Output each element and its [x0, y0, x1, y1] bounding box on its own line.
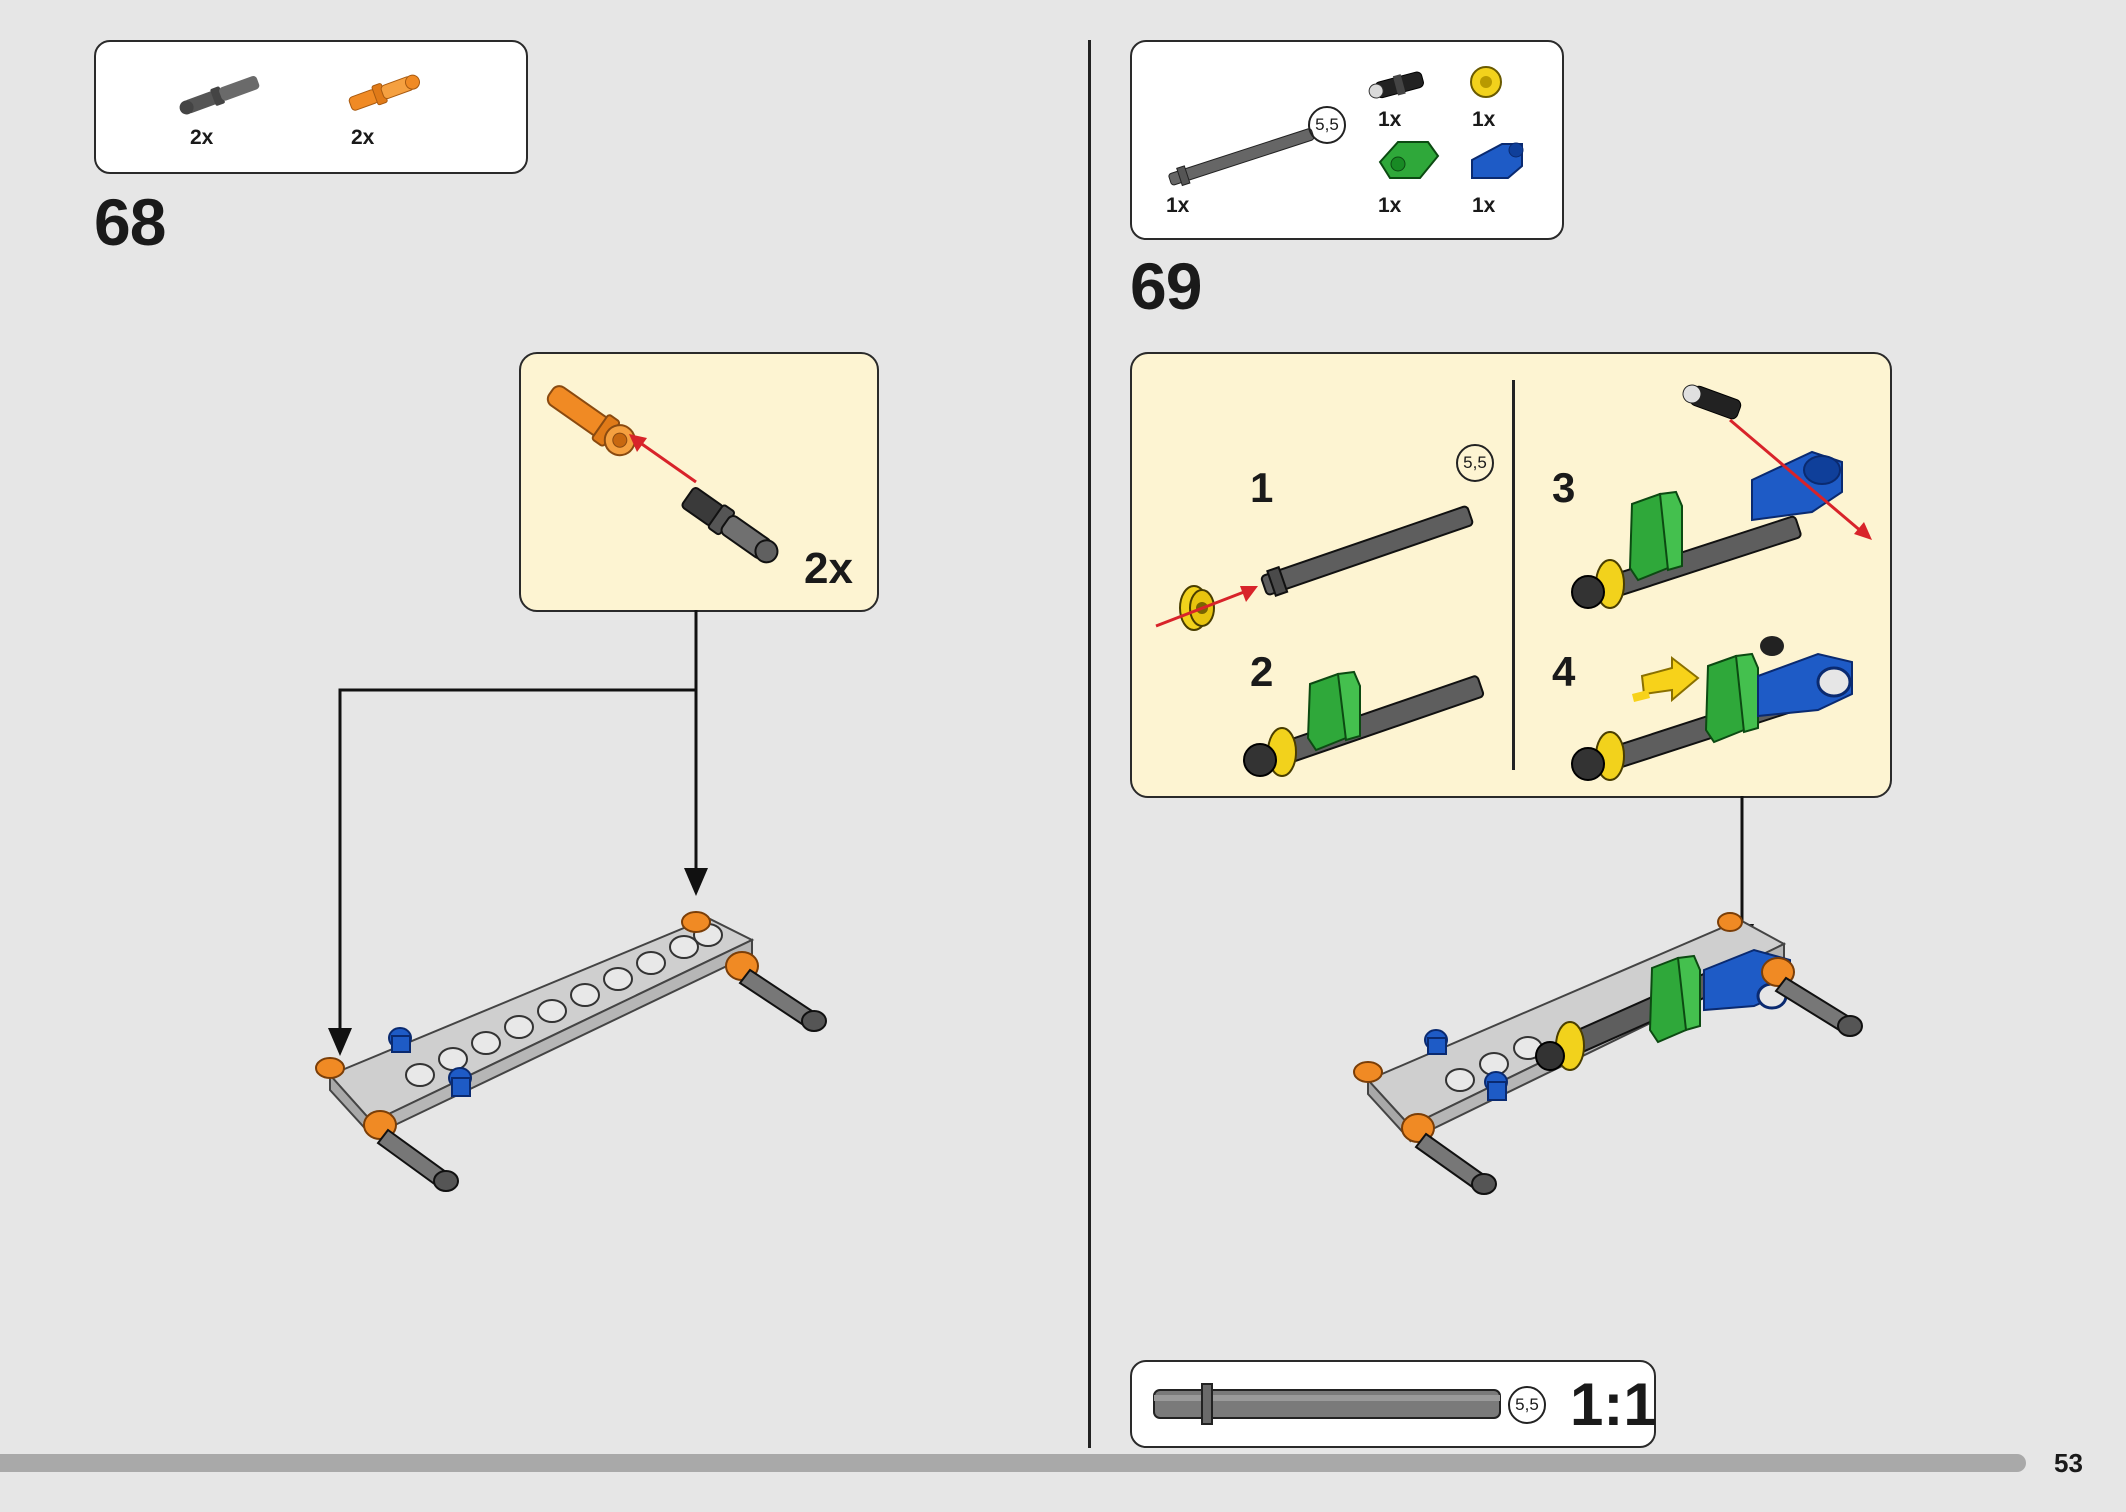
yellow-bush-icon	[1470, 66, 1502, 98]
step-number: 68	[94, 185, 166, 259]
axle-length-indicator: 5,5	[1308, 106, 1346, 144]
axle-scale-box: 5,5 1:1	[1130, 1360, 1657, 1448]
orange-pin-icon	[348, 74, 421, 111]
pin-assembly-illustration	[546, 385, 779, 564]
scale-ratio: 1:1	[1570, 1371, 1657, 1438]
step-number: 69	[1130, 249, 1202, 323]
parts-list-box-step-68: 2x 2x	[94, 40, 528, 174]
substep-number: 2	[1250, 648, 1274, 695]
substep-number: 1	[1250, 464, 1274, 511]
substep-number: 4	[1552, 648, 1576, 695]
part-qty: 2x	[190, 126, 214, 149]
part-qty: 1x	[1378, 108, 1402, 131]
full-scale-axle-icon	[1153, 1383, 1501, 1425]
black-pin-icon	[1368, 71, 1424, 99]
dark-grey-axle-pin-icon	[179, 75, 260, 115]
substeps-illustration	[1155, 384, 1872, 781]
page-divider	[1088, 40, 1091, 1448]
part-qty: 1x	[1378, 194, 1402, 217]
part-qty: 1x	[1472, 108, 1496, 131]
callout-divider	[1512, 380, 1515, 770]
part-qty: 2x	[351, 126, 375, 149]
sub-assembly-callout-step-69: 1 2 3 4 5,5	[1130, 352, 1892, 798]
blue-connector-icon	[1471, 142, 1524, 179]
sub-assembly-callout-step-68: 2x	[519, 352, 879, 612]
grey-axle-icon	[1168, 128, 1315, 187]
footer-bar	[0, 1454, 2026, 1472]
quantity-multiplier: 2x	[804, 544, 853, 593]
axle-length-indicator: 5,5	[1508, 1386, 1546, 1424]
parts-list-box-step-69: 5,5 1x 1x 1x 1x 1x	[1130, 40, 1564, 240]
green-connector-icon	[1378, 141, 1440, 179]
axle-length-indicator: 5,5	[1456, 444, 1494, 482]
part-qty: 1x	[1472, 194, 1496, 217]
part-qty: 1x	[1166, 194, 1190, 217]
substep-number: 3	[1552, 464, 1576, 511]
page-number: 53	[2054, 1448, 2083, 1478]
